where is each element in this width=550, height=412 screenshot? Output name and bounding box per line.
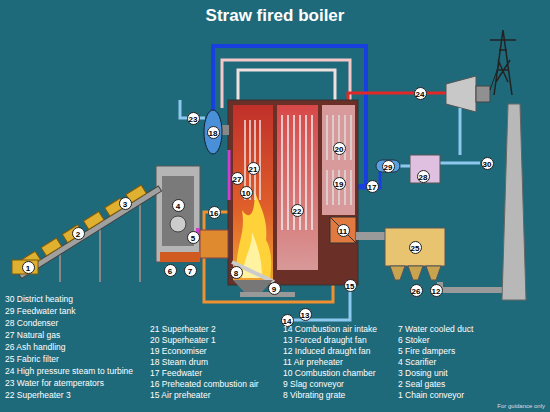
legend-entry: 22 Superheater 3 (5, 390, 71, 400)
legend-entry: 3 Dosing unit (398, 368, 448, 378)
exhaust-pipe (459, 108, 462, 155)
hp-steam-pipe (348, 93, 446, 100)
boiler-casing (228, 100, 358, 285)
watermark: For guidance only (497, 402, 545, 410)
callout-number: 15 (344, 279, 357, 292)
callout-number: 25 (409, 241, 422, 254)
legend-entry: 5 Fire dampers (398, 346, 455, 356)
chimney (502, 104, 526, 300)
legend-entry: 17 Feedwater (150, 368, 202, 378)
legend-entry: 1 Chain conveyor (398, 390, 464, 400)
legend-entry: 23 Water for atemperators (5, 378, 104, 388)
stoker (160, 252, 200, 262)
legend-entry: 4 Scarifier (398, 357, 436, 367)
callout-number: 30 (481, 157, 494, 170)
economiser-tubes (327, 115, 351, 205)
legend-entry: 25 Fabric filter (5, 354, 59, 364)
legend-entry: 30 District heating (5, 294, 73, 304)
legend-entry: 10 Combustion chamber (283, 368, 376, 378)
legend-entry: 27 Natural gas (5, 330, 60, 340)
second-pass (277, 105, 318, 270)
callout-number: 4 (172, 199, 185, 212)
callout-number: 26 (410, 284, 423, 297)
conveyor-belt (18, 186, 161, 279)
legend-entry: 15 Air preheater (150, 390, 210, 400)
legend-entry: 19 Economiser (150, 346, 207, 356)
gas-pipe (228, 150, 231, 200)
condenser (410, 155, 440, 183)
combustion-chamber (233, 105, 273, 280)
callout-number: 6 (164, 264, 177, 277)
callout-number: 12 (430, 284, 443, 297)
legend-entry: 6 Stoker (398, 335, 430, 345)
legend-entry: 8 Vibrating grate (283, 390, 345, 400)
turbine (446, 76, 476, 112)
legend-entry: 14 Combustion air intake (283, 324, 377, 334)
callout-number: 8 (230, 266, 243, 279)
callout-number: 24 (414, 87, 427, 100)
callout-number: 10 (240, 186, 253, 199)
callout-number: 5 (187, 231, 200, 244)
flue-duct (440, 282, 505, 290)
legend-entry: 21 Superheater 2 (150, 324, 216, 334)
pylon (490, 30, 516, 95)
legend-entry: 2 Seal gates (398, 379, 445, 389)
callout-number: 23 (187, 112, 200, 125)
legend-entry: 18 Steam drum (150, 357, 208, 367)
callout-number: 19 (333, 177, 346, 190)
callout-number: 16 (208, 206, 221, 219)
legend-entry: 29 Feedwater tank (5, 306, 75, 316)
legend-entry: 26 Ash handling (5, 342, 66, 352)
callout-number: 22 (291, 204, 304, 217)
feeder-housing (156, 166, 200, 262)
callout-number: 7 (184, 264, 197, 277)
slag-conveyor (240, 292, 295, 297)
steam-pipe (238, 70, 335, 100)
callout-number: 1 (22, 261, 35, 274)
callout-number: 27 (231, 172, 244, 185)
legend-entry: 16 Preheated combustion air (150, 379, 259, 389)
callout-number: 20 (333, 142, 346, 155)
air-preheater (330, 217, 356, 243)
callout-number: 18 (207, 126, 220, 139)
callout-number: 9 (268, 282, 281, 295)
legend-entry: 20 Superheater 1 (150, 335, 216, 345)
callout-number: 2 (72, 227, 85, 240)
legend-entry: 9 Slag conveyor (283, 379, 344, 389)
superheater-tubes (282, 115, 312, 230)
legend-entry: 12 Induced draught fan (283, 346, 370, 356)
water-cooled-duct (200, 230, 228, 258)
callout-number: 21 (247, 162, 260, 175)
legend-entry: 28 Condenser (5, 318, 58, 328)
straw-bale (12, 260, 38, 274)
filter-hopper (390, 266, 405, 280)
filter-hopper (408, 266, 423, 280)
diagram-title: Straw fired boiler (0, 6, 550, 26)
callout-number: 28 (417, 170, 430, 183)
callout-number: 13 (299, 308, 312, 321)
legend-entry: 11 Air preheater (283, 357, 343, 367)
scarifier (170, 216, 186, 232)
flue-duct (356, 232, 385, 240)
legend-entry: 24 High pressure steam to turbine (5, 366, 133, 376)
callout-number: 29 (382, 160, 395, 173)
straw-bale (41, 238, 62, 256)
callout-number: 11 (337, 224, 350, 237)
legend-entry: 13 Forced draught fan (283, 335, 367, 345)
filter-hopper (426, 266, 441, 280)
callout-number: 3 (119, 197, 132, 210)
generator (476, 86, 490, 102)
fabric-filter (385, 228, 445, 266)
callout-number: 17 (366, 180, 379, 193)
ash-hopper (233, 280, 273, 292)
third-pass (322, 105, 355, 215)
legend-entry: 7 Water cooled duct (398, 324, 473, 334)
steam-drum (204, 110, 222, 154)
straw-bale (83, 211, 104, 229)
feedwater-tank (376, 160, 400, 172)
condensate-pipe (400, 165, 410, 168)
district-heating-pipe (440, 162, 480, 165)
air-preheater-diagonal (330, 217, 356, 243)
